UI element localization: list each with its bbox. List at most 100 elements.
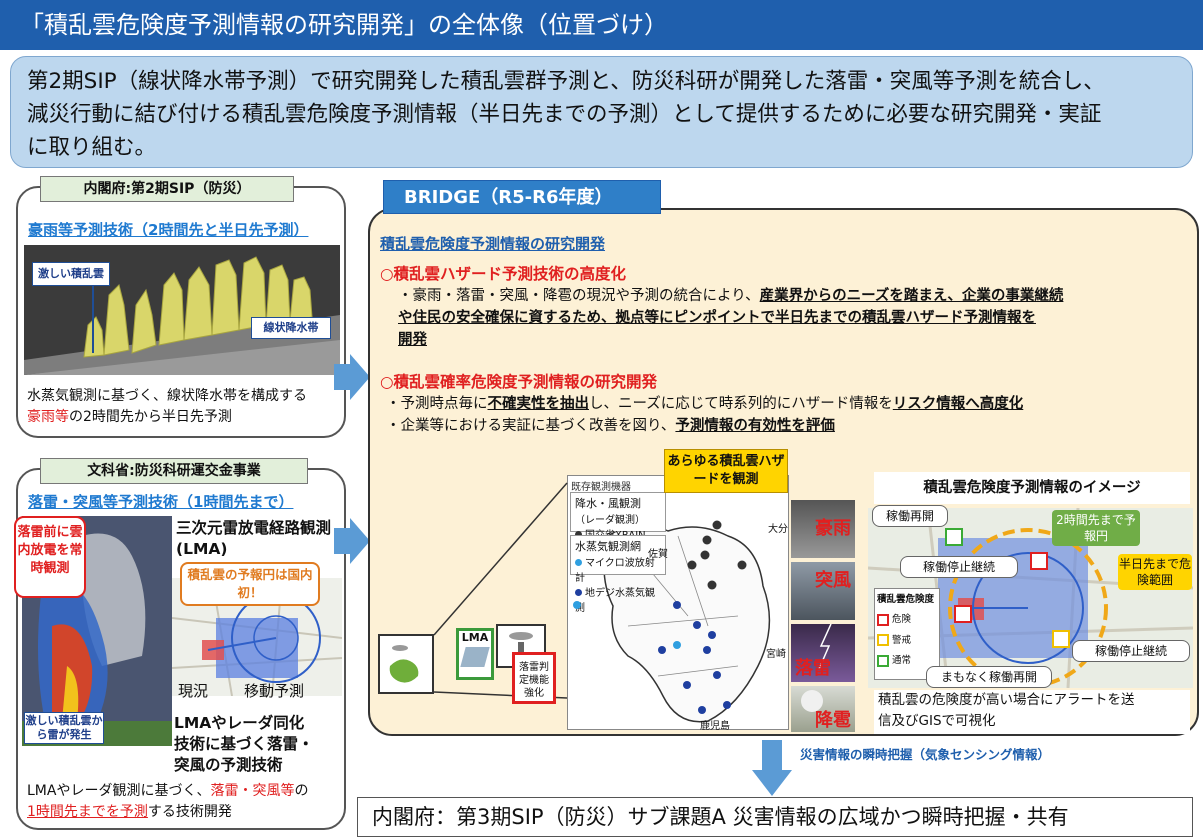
legend-normal-label: 通常 xyxy=(892,655,912,666)
caption-rest: の2時間先から半日先予測 xyxy=(69,409,232,425)
mext-caption-red: 落雷・突風等 xyxy=(210,783,295,799)
label-stop-continue-2: 稼働停止継続 xyxy=(1072,640,1190,662)
japan-inset xyxy=(378,634,434,694)
existing-instruments-label: 既存観測機器 xyxy=(571,482,631,493)
caption-red: 豪雨等 xyxy=(27,409,69,425)
label-storm-lightning: 激しい積乱雲から雷が発生 xyxy=(24,712,104,744)
alert-caption: 積乱雲の危険度が高い場合にアラートを送 信及びGISで可視化 xyxy=(874,690,1190,734)
summary-line-1: 第2期SIP（線状降水帯予測）で研究開発した積乱雲群予測と、防災科研が開発した落… xyxy=(27,69,1105,94)
microwave-dot-icon xyxy=(575,559,582,566)
footer-box: 内閣府：第3期SIP（防災）サブ課題A 災害情報の広域かつ瞬時把握・共有 xyxy=(357,797,1193,837)
legend-radar-sub: （レーダ観測） xyxy=(575,515,645,526)
section2-title: ○積乱雲確率危険度予測情報の研究開発 xyxy=(380,373,658,391)
lma-title: 三次元雷放電経路観測(LMA) xyxy=(176,519,332,558)
image-panel-title: 積乱雲危険度予測情報のイメージ xyxy=(874,472,1190,504)
legend-row-normal: 通常 xyxy=(877,652,937,667)
label-stop-continue: 稼働停止継続 xyxy=(900,556,1018,578)
photo-lightning-label: 落雷 xyxy=(795,658,831,679)
legend-normal-icon xyxy=(877,654,889,667)
city-kagoshima: 鹿児島 xyxy=(700,721,730,732)
mext-caption-rest: する技術開発 xyxy=(147,804,232,820)
legend-gnss-label: 地デジ水蒸気観測 xyxy=(575,588,655,614)
danger-legend-title: 積乱雲危険度 xyxy=(877,594,935,605)
legend-vapor: 水蒸気観測網 マイクロ波放射計 地デジ水蒸気観測 xyxy=(570,535,666,614)
panel-mext-subtitle: 落雷・突風等予測技術（1時間先まで） xyxy=(28,493,294,511)
label-heavy-cloud-leader xyxy=(92,285,94,353)
label-move-forecast: 移動予測 xyxy=(244,682,305,700)
tech-title: LMAやレーダ同化技術に基づく落雷・突風の予測技術 xyxy=(174,714,314,774)
bridge-tab: BRIDGE（R5-R6年度） xyxy=(383,180,661,214)
section2-line-2: ・企業等における実証に基づく改善を図り、予測情報の有効性を評価 xyxy=(386,415,1186,437)
photo-lightning: 落雷 xyxy=(791,624,855,682)
status-danger-icon-2 xyxy=(954,605,972,623)
photo-heavy-rain: 豪雨 xyxy=(791,500,855,558)
section1-body: ・豪雨・落雷・突風・降雹の現況や予測の統合により、産業界からのニーズを踏まえ、企… xyxy=(398,285,1178,351)
city-saga: 佐賀 xyxy=(648,549,668,560)
mext-caption-line-1: LMAやレーダ観測に基づく、落雷・突風等の xyxy=(27,781,308,802)
city-miyazaki: 宮崎 xyxy=(766,649,786,660)
legend-radar-title: 降水・風観測 xyxy=(575,497,641,510)
section2-l1d: リスク情報へ高度化 xyxy=(892,396,1024,412)
legend-row-warn: 警戒 xyxy=(877,632,937,646)
panel-sip2-subtitle: 豪雨等予測技術（2時間先と半日先予測） xyxy=(28,221,309,239)
lma-sensor-label: LMA xyxy=(461,631,489,644)
caption-line-1: 水蒸気観測に基づく、線状降水帯を構成する xyxy=(27,388,307,404)
panel-mext-header: 文科省:防災科研運交金事業 xyxy=(40,458,308,484)
label-2h-circle: 2時間先まで予報円 xyxy=(1052,510,1140,546)
summary-box: 第2期SIP（線状降水帯予測）で研究開発した積乱雲群予測と、防災科研が開発した落… xyxy=(10,56,1193,168)
alert-line-2: 信及びGISで可視化 xyxy=(878,713,996,729)
map-dots-graphic xyxy=(573,520,747,714)
summary-line-3: に取り組む。 xyxy=(27,135,157,160)
section1-bold-2: や住民の安全確保に資するため、拠点等にピンポイントで半日先までの積乱雲ハザード予… xyxy=(398,310,1036,326)
section2-line-1: ・予測時点毎に不確実性を抽出し、ニーズに応じて時系列的にハザード情報をリスク情報… xyxy=(386,393,1186,415)
section1-line-1: ・豪雨・落雷・突風・降雹の現況や予測の統合により、産業界からのニーズを踏まえ、企… xyxy=(398,285,1178,307)
mext-caption-a: LMAやレーダ観測に基づく、 xyxy=(27,783,211,799)
mext-caption-red-2: 1時間先までを予測 xyxy=(27,804,148,820)
caption-line-2: 豪雨等の2時間先から半日先予測 xyxy=(27,407,307,428)
hailstone-icon xyxy=(801,690,823,712)
footer-arrow-label: 災害情報の瞬時把握（気象センシング情報） xyxy=(800,747,1051,762)
legend-row-danger: 危険 xyxy=(877,611,937,626)
photo-gust: 突風 xyxy=(791,562,855,620)
status-danger-icon xyxy=(1030,552,1048,570)
callout-pre-lightning: 落雷前に雲内放電を常時観測 xyxy=(14,516,86,598)
legend-radar: 降水・風観測 （レーダ観測） 国交省XRAIN xyxy=(570,492,666,541)
mext-caption-line-2: 1時間先までを予測する技術開発 xyxy=(27,802,308,823)
section2-l1a: ・予測時点毎に xyxy=(386,396,488,412)
alert-line-1: 積乱雲の危険度が高い場合にアラートを送 xyxy=(878,692,1135,708)
photo-gust-label: 突風 xyxy=(815,570,851,591)
panel-sip2-caption: 水蒸気観測に基づく、線状降水帯を構成する 豪雨等の2時間先から半日先予測 xyxy=(27,386,307,428)
section1-bold-1: 産業界からのニーズを踏まえ、企業の事業継続 xyxy=(759,288,1064,304)
arrow-right-icon-2 xyxy=(334,518,370,564)
status-normal-icon xyxy=(945,528,963,546)
page-title: 「積乱雲危険度予測情報の研究開発」の全体像（位置づけ） xyxy=(0,0,1203,50)
legend-danger-label: 危険 xyxy=(892,614,912,625)
photo-hail: 降雹 xyxy=(791,686,855,732)
photo-hail-label: 降雹 xyxy=(815,710,851,731)
summary-line-2: 減災行動に結び付ける積乱雲危険度予測情報（半日先までの予測）として提供するために… xyxy=(27,102,1102,127)
section2-l1b: 不確実性を抽出 xyxy=(487,396,590,412)
legend-warn-label: 警戒 xyxy=(892,634,912,646)
legend-danger-icon xyxy=(877,613,889,626)
label-linear-band: 線状降水帯 xyxy=(251,317,331,339)
callout-observe-all: あらゆる積乱雲ハザードを観測 xyxy=(664,449,788,493)
mext-caption-tail: の xyxy=(294,783,309,799)
label-halfday-range: 半日先まで危険範囲 xyxy=(1118,554,1192,590)
lma-sensor-box: LMA xyxy=(456,628,494,680)
section2-l2b: 予測情報の有効性を評価 xyxy=(675,418,835,434)
danger-legend: 積乱雲危険度 危険 警戒 通常 xyxy=(874,588,940,680)
photo-heavy-rain-label: 豪雨 xyxy=(815,518,851,539)
arrow-right-icon xyxy=(334,354,370,400)
section1-bold-3: 開発 xyxy=(398,332,427,348)
bridge-heading: 積乱雲危険度予測情報の研究開発 xyxy=(380,235,606,253)
panel-mext-caption: LMAやレーダ観測に基づく、落雷・突風等の 1時間先までを予測する技術開発 xyxy=(27,781,308,823)
city-oita: 大分 xyxy=(768,524,788,535)
section1-title: ○積乱雲ハザード予測技術の高度化 xyxy=(380,265,627,283)
section2-l2a: ・企業等における実証に基づく改善を図り、 xyxy=(386,418,676,434)
legend-gnss: 地デジ水蒸気観測 xyxy=(575,584,661,614)
solar-panel-icon xyxy=(460,647,490,667)
section2-body: ・予測時点毎に不確実性を抽出し、ニーズに応じて時系列的にハザード情報をリスク情報… xyxy=(386,393,1186,437)
legend-microwave: マイクロ波放射計 xyxy=(575,554,661,584)
legend-vapor-title: 水蒸気観測網 xyxy=(575,540,641,553)
status-warn-icon xyxy=(1052,630,1070,648)
